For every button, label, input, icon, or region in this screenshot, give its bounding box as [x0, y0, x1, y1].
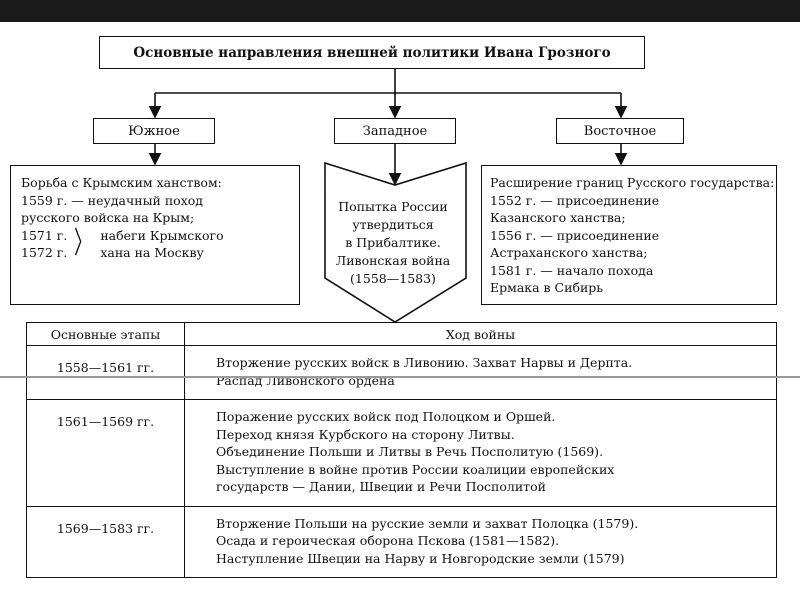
east-line: 1556 г. — присоединение	[490, 227, 660, 243]
west-pentagon-shape	[324, 161, 467, 323]
east-line: Расширение границ Русского государства:	[490, 175, 775, 190]
south-line: Борьба с Крымским ханством:	[21, 175, 222, 190]
south-brace-year: 1571 г.	[21, 227, 68, 243]
header-course: Ход войны	[184, 322, 777, 346]
event-line: Переход князя Курбского на сторону Литвы…	[216, 426, 515, 442]
diagram-title: Основные направления внешней политики Ив…	[99, 36, 645, 69]
stage-events: Поражение русских войск под Полоцком и О…	[184, 399, 777, 507]
foreign-policy-diagram: Основные направления внешней политики Ив…	[0, 22, 800, 600]
event-line: Осада и героическая оборона Пскова (1581…	[216, 533, 560, 548]
event-line: государств — Дании, Швеции и Речи Поспол…	[216, 479, 546, 494]
south-line: русского войска на Крым;	[21, 210, 195, 225]
table-row: 1569—1583 гг. Вторжение Польши на русски…	[26, 505, 777, 578]
table-row: 1561—1569 гг. Поражение русских войск по…	[26, 399, 777, 507]
header-stages: Основные этапы	[26, 322, 185, 346]
east-line: Казанского ханства;	[490, 210, 626, 225]
east-line: 1581 г. — начало похода	[490, 262, 654, 278]
east-line: Астраханского ханства;	[490, 245, 648, 260]
event-line: Выступление в войне против России коалиц…	[216, 461, 615, 477]
west-line: в Прибалтике.	[345, 235, 441, 250]
stage-events: Вторжение Польши на русские земли и захв…	[184, 505, 777, 578]
east-line: 1552 г. — присоединение	[490, 192, 660, 208]
west-description: Попытка России утвердиться в Прибалтике.…	[330, 198, 456, 288]
event-line: Объединение Польши и Литвы в Речь Поспол…	[216, 444, 604, 459]
west-line: Попытка России	[338, 199, 448, 214]
stage-events: Вторжение русских войск в Ливонию. Захва…	[184, 345, 777, 400]
event-line: Вторжение Польши на русские земли и захв…	[216, 515, 639, 531]
direction-west: Западное	[334, 118, 456, 144]
south-brace-line: хана на Москву	[100, 245, 204, 260]
screen-divider-line	[0, 376, 800, 378]
south-brace-year: 1572 г.	[21, 245, 68, 260]
table-row: 1558—1561 гг. Вторжение русских войск в …	[26, 345, 777, 400]
top-bar	[0, 0, 800, 22]
east-description: Расширение границ Русского государства: …	[481, 165, 777, 305]
south-description: Борьба с Крымским ханством: 1559 г. — не…	[10, 165, 300, 305]
south-line: 1559 г. — неудачный поход	[21, 192, 203, 208]
west-line: утвердиться	[352, 217, 434, 232]
south-brace-line: набеги Крымского	[100, 227, 224, 243]
brace-icon: 〉	[74, 226, 93, 261]
event-line: Распад Ливонского ордена	[216, 372, 395, 388]
direction-south: Южное	[93, 118, 215, 144]
connector-arrows	[148, 69, 628, 323]
stage-period: 1569—1583 гг.	[26, 505, 185, 578]
event-line: Поражение русских войск под Полоцком и О…	[216, 409, 556, 424]
east-line: Ермака в Сибирь	[490, 280, 604, 295]
event-line: Наступление Швеции на Нарву и Новгородск…	[216, 550, 625, 566]
stage-period: 1561—1569 гг.	[26, 399, 185, 507]
table-header-row: Основные этапы Ход войны	[26, 322, 777, 346]
south-brace-group: 1571 г. 1572 г. 〉 набеги Крымского хана …	[21, 227, 289, 262]
west-line: Ливонская война	[335, 253, 451, 268]
stage-period: 1558—1561 гг.	[26, 345, 185, 400]
direction-east: Восточное	[556, 118, 684, 144]
war-stages-table: Основные этапы Ход войны 1558—1561 гг. В…	[26, 322, 777, 578]
west-line: (1558—1583)	[350, 271, 436, 286]
event-line: Вторжение русских войск в Ливонию. Захва…	[216, 355, 633, 370]
